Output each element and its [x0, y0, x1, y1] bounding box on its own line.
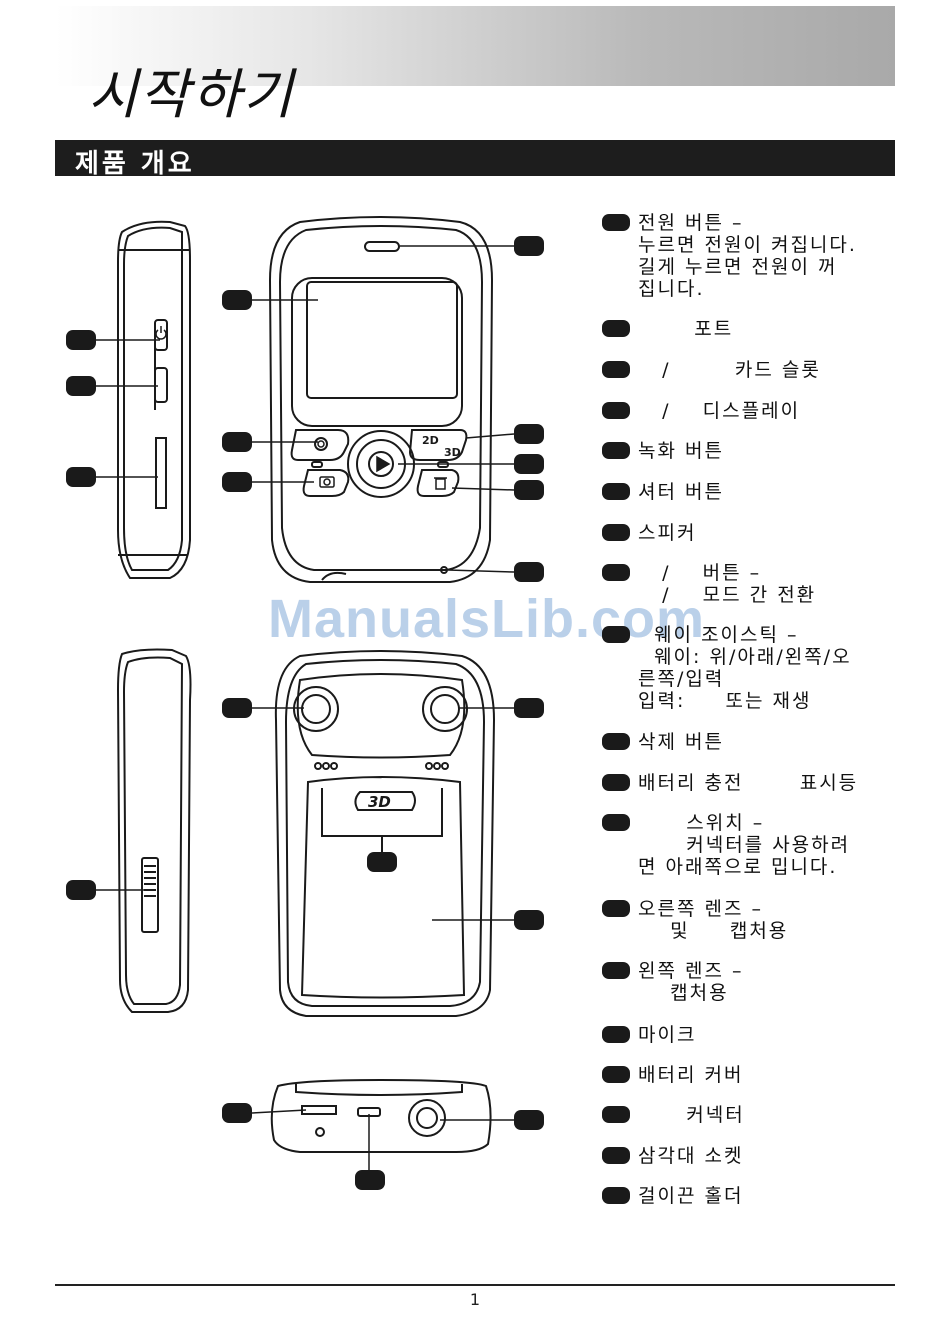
camera-icon [319, 476, 335, 488]
callout-markers [66, 236, 544, 1190]
badge-3d-label: 3D [368, 793, 391, 811]
legend-text: 마이크 [638, 1024, 697, 1046]
legend-text: / 카드 슬롯 [638, 359, 821, 381]
mode-2d-label: 2D [422, 434, 439, 447]
section-title: 제품 개요 [75, 149, 195, 179]
legend-marker [602, 483, 630, 500]
back-view [274, 650, 496, 1017]
legend-text: / 버튼 – / 모드 간 전환 [662, 562, 817, 606]
side-view-bottom [116, 648, 192, 1013]
leader-lines [96, 245, 515, 1170]
legend-text: / 디스플레이 [638, 400, 801, 422]
legend-marker [602, 774, 630, 791]
header-gradient-band [55, 6, 895, 86]
legend-text: 삼각대 소켓 [638, 1145, 744, 1167]
section-header-bar: 제품 개요 [55, 140, 895, 179]
bottom-view [270, 1078, 492, 1153]
legend-text: 커넥터 [638, 1104, 745, 1126]
legend-marker [602, 564, 630, 581]
legend-marker [602, 402, 630, 419]
trash-icon [434, 477, 447, 490]
legend-text: 포트 [638, 318, 734, 340]
legend-text: 삭제 버튼 [638, 731, 724, 753]
legend-marker [602, 733, 630, 750]
mode-3d-label: 3D [444, 446, 461, 459]
legend-marker [602, 320, 630, 337]
page-title: 시작하기 [88, 63, 295, 126]
side-view-top [117, 220, 191, 579]
legend-marker [602, 1106, 630, 1123]
watermark: ManualsLib.com [268, 589, 706, 649]
legend-text: 오른쪽 렌즈 – 및 캡처용 [638, 898, 789, 942]
record-icon [317, 440, 325, 448]
play-icon [376, 455, 391, 473]
legend-text: 배터리 충전 표시등 [638, 772, 859, 794]
legend-marker [602, 214, 630, 231]
legend-marker [602, 1026, 630, 1043]
legend-marker [602, 524, 630, 541]
legend-marker [602, 626, 630, 643]
legend-marker [602, 442, 630, 459]
legend-text: 전원 버튼 – 누르면 전원이 켜집니다. 길게 누르면 전원이 꺼 집니다. [638, 212, 857, 300]
legend-text: 셔터 버튼 [638, 481, 724, 503]
legend-marker [602, 814, 630, 831]
footer-rule [55, 1284, 895, 1286]
legend-marker [602, 962, 630, 979]
legend-text: 웨이 조이스틱 – 웨이: 위/아래/왼쪽/오 른쪽/입력 입력: 또는 재생 [638, 624, 852, 712]
legend-text: 스위치 – 커넥터를 사용하려 면 아래쪽으로 밉니다. [638, 812, 851, 878]
legend-text: 녹화 버튼 [638, 440, 724, 462]
page-number: 1 [469, 1290, 481, 1309]
legend-marker [602, 361, 630, 378]
legend-text: 배터리 커버 [638, 1064, 744, 1086]
power-icon [155, 326, 167, 340]
legend-marker [602, 1147, 630, 1164]
front-view [268, 216, 494, 583]
legend-text: 스피커 [638, 522, 697, 544]
legend-marker [602, 1066, 630, 1083]
legend-marker [602, 900, 630, 917]
legend-marker [602, 1187, 630, 1204]
legend-text: 걸이끈 홀더 [638, 1185, 744, 1207]
legend-text: 왼쪽 렌즈 – 캡처용 [638, 960, 744, 1004]
